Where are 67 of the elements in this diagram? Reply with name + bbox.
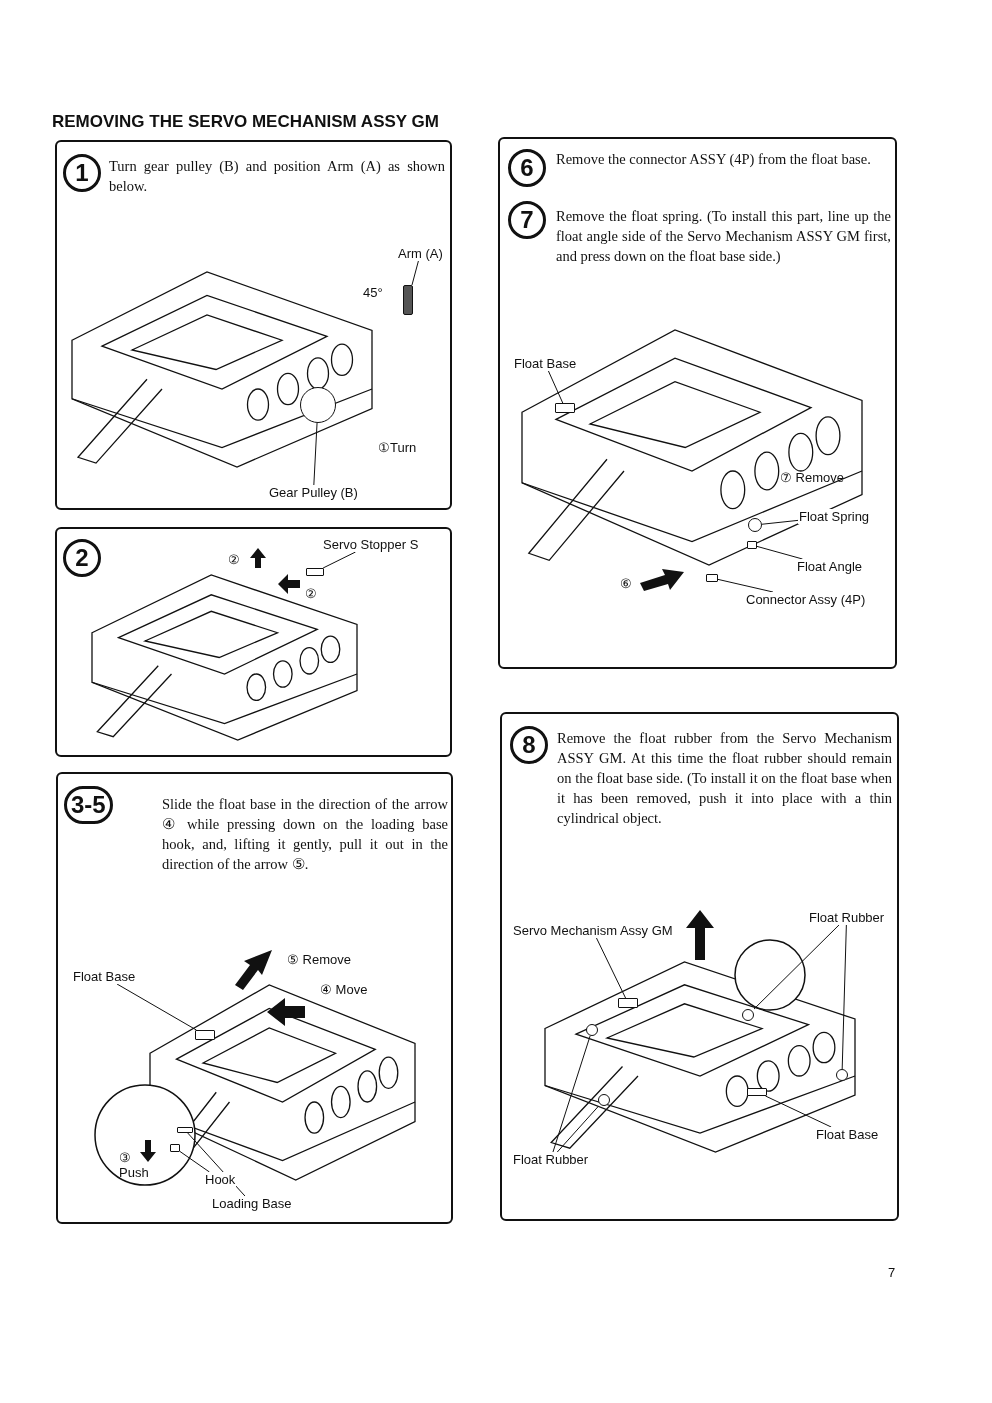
step-panel [500, 712, 899, 1221]
leader-line [756, 545, 803, 560]
leader-line [841, 924, 847, 1070]
leader-line [411, 260, 419, 286]
part-label: Hook [204, 1172, 237, 1187]
step-mark: ④ Move [320, 982, 368, 997]
part-label: Gear Pulley (B) [268, 485, 359, 500]
leader-line [179, 1151, 210, 1173]
step-mark: ①Turn [378, 440, 417, 455]
part-drawing [747, 1088, 767, 1096]
instruction-text: Remove the float spring. (To install this part, line up the float angle side of the Servo Mechanism ASSY GM first, and press down on the float base side.) [556, 207, 891, 266]
leader-line [313, 422, 318, 486]
section-heading: REMOVING THE SERVO MECHANISM ASSY GM [52, 112, 439, 132]
leader-line [322, 551, 356, 569]
part-label: Float Rubber [512, 1152, 590, 1167]
step-number: 8 [510, 726, 548, 764]
part-label: Servo Mechanism Assy GM [512, 923, 674, 938]
step-mark: Push [119, 1165, 149, 1180]
leader-line [761, 519, 799, 525]
part-drawing [747, 541, 757, 549]
part-label: Float Spring [798, 509, 871, 524]
part-drawing [706, 574, 718, 582]
leader-line [717, 578, 774, 593]
part-label: Float Base [513, 356, 578, 371]
step-number: 6 [508, 149, 546, 187]
part-label: Arm (A) [397, 246, 444, 261]
part-label: Servo Stopper S [322, 537, 420, 552]
leader-line [556, 1105, 600, 1153]
step-mark: ② [305, 586, 317, 601]
step-mark: ⑤ Remove [287, 952, 352, 967]
leader-line [765, 1095, 832, 1128]
instruction-text: Turn gear pulley (B) and position Arm (A) as shown below. [109, 157, 445, 196]
step-mark: ② [228, 552, 240, 567]
step-panel [56, 772, 453, 1224]
leader-line [753, 924, 840, 1010]
part-drawing [170, 1144, 180, 1152]
part-drawing [618, 998, 638, 1008]
step-panel [55, 140, 452, 510]
leader-line [552, 1035, 591, 1153]
step-mark: ⑦ Remove [780, 470, 845, 485]
step-mark: 45° [363, 285, 383, 300]
step-number: 7 [508, 201, 546, 239]
part-label: Float Angle [796, 559, 864, 574]
page-number: 7 [888, 1265, 896, 1280]
step-mark: ③ [119, 1150, 131, 1165]
leader-line [116, 983, 197, 1031]
part-label: Float Base [72, 969, 137, 984]
instruction-text: Slide the float base in the direction of the arrow ④ while pressing down on the loading base hook, and, lifting it gently, pull it out in the direction of the arrow ⑤. [162, 795, 448, 874]
step-number: 3-5 [64, 786, 113, 824]
step-panel [55, 527, 452, 757]
leader-line [547, 370, 564, 404]
leader-line [595, 937, 627, 999]
instruction-text: Remove the float rubber from the Servo Mechanism ASSY GM. At this time the float rubber should remain on the float base side. (To install it on the float base when it has been removed, push it into place with a thin cylindrical object. [557, 729, 892, 828]
step-number: 2 [63, 539, 101, 577]
part-label: Loading Base [211, 1196, 293, 1211]
part-drawing [403, 285, 413, 315]
step-number: 1 [63, 154, 101, 192]
step-mark: ⑥ [620, 576, 632, 591]
part-drawing [177, 1127, 193, 1133]
part-drawing [555, 403, 575, 413]
instruction-text: Remove the connector ASSY (4P) from the float base. [556, 150, 872, 169]
part-label: Float Base [815, 1127, 880, 1142]
step-panel [498, 137, 897, 669]
part-drawing [306, 568, 324, 576]
part-label: Float Rubber [808, 910, 886, 925]
part-label: Connector Assy (4P) [745, 592, 867, 607]
part-drawing [195, 1030, 215, 1040]
